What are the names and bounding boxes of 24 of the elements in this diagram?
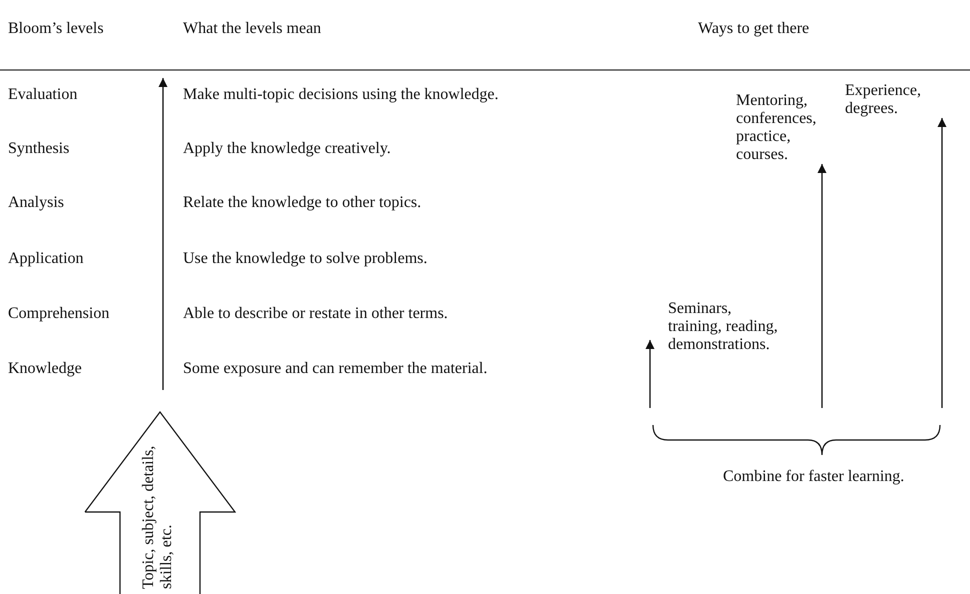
level-description: Relate the knowledge to other topics. (183, 194, 422, 212)
arrow-label: Topic, subject, details, skills, etc. (140, 444, 176, 589)
level-name: Comprehension (8, 305, 110, 323)
hollow-arrow (84, 411, 236, 594)
arrow (646, 340, 654, 408)
method-text: Mentoring, conferences, practice, courses. (736, 92, 836, 164)
level-name: Application (8, 250, 84, 268)
level-description: Use the knowledge to solve problems. (183, 250, 428, 268)
method-text: Seminars, training, reading, demonstrations. (668, 300, 780, 354)
column-header: Ways to get there (698, 20, 810, 38)
brace-caption: Combine for faster learning. (723, 468, 904, 486)
level-name: Knowledge (8, 360, 82, 378)
arrow (938, 118, 946, 408)
level-description: Some exposure and can remember the material. (183, 360, 488, 378)
level-name: Synthesis (8, 140, 70, 158)
level-name: Analysis (8, 194, 64, 212)
level-description: Able to describe or restate in other terms. (183, 305, 448, 323)
level-description: Make multi-topic decisions using the knowledge. (183, 86, 498, 104)
column-header: What the levels mean (183, 20, 322, 38)
level-description: Apply the knowledge creatively. (183, 140, 391, 158)
method-text: Experience, degrees. (845, 82, 935, 118)
column-header: Bloom’s levels (8, 20, 104, 38)
level-name: Evaluation (8, 86, 78, 104)
arrow (818, 164, 826, 408)
